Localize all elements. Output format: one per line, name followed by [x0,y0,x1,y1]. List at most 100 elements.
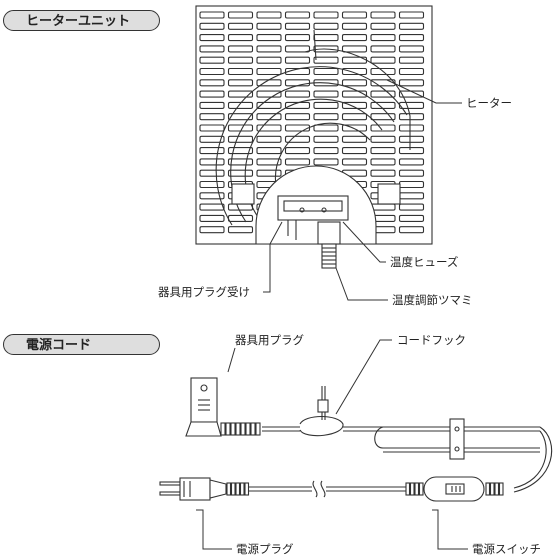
vent-slot [227,22,254,30]
vent-slot [256,169,282,177]
vent-slot [227,101,254,109]
plug-rib [230,482,236,496]
vent-slot [199,101,225,109]
strain-relief-rib [220,422,226,436]
vent-slot [370,67,396,76]
vent-slot [256,124,282,132]
vent-slot [341,101,368,109]
vent-slot [199,79,225,87]
vent-slot [370,11,396,19]
vent-slot [370,90,396,98]
vent-slot [398,135,425,143]
vent-slot [256,11,282,19]
vent-slot [256,101,282,109]
power-cord-illustration [159,377,553,502]
vent-slot [398,101,425,109]
label-appliance-plug-receptacle: 器具用プラグ受け [158,285,250,299]
label-appliance-plug: 器具用プラグ [235,333,304,347]
vent-slot [227,214,254,222]
vent-slot [227,226,254,234]
vent-slot [256,158,282,166]
vent-slot [313,135,339,143]
vent-slot [284,22,311,30]
vent-slot [227,34,254,42]
vent-slot [398,192,425,200]
vent-slot [341,34,368,42]
vent-slot [284,101,311,109]
vent-slot [256,113,282,121]
label-temperature-fuse: 温度ヒューズ [390,255,459,269]
vent-slot [256,34,282,42]
vent-slot [370,34,396,42]
strain-relief-rib [225,422,231,436]
vent-slot [256,90,282,98]
section-title-power-cord: 電源コード [3,334,160,355]
vent-slot [398,169,425,177]
switch-rib [414,482,420,496]
vent-slot [313,158,339,166]
vent-slot [398,22,425,30]
vent-slot [341,158,368,166]
vent-slot [341,124,368,132]
vent-slot [370,113,396,121]
switch-rib [489,482,495,496]
vent-slot [199,56,225,64]
switch-rib [498,482,504,496]
vent-slot [341,147,368,155]
vent-slot [199,34,225,42]
vent-slot [199,22,225,30]
vent-slot [341,22,368,30]
vent-slot [227,45,254,53]
vent-slot [313,34,339,42]
vent-slot [227,56,254,64]
plug-rib [235,482,241,496]
vent-slot [199,11,225,19]
vent-slot [398,124,425,132]
vent-slot [341,113,368,121]
vent-slot [284,113,311,121]
vent-slot [370,22,396,30]
vent-slot [199,180,225,189]
vent-slot [199,113,225,121]
vent-slot [227,113,254,121]
vent-slot [398,113,425,121]
vent-slot [313,45,339,53]
vent-slot [370,56,396,64]
switch-rib [418,482,424,496]
strain-relief-rib [255,422,261,436]
vent-slot [227,147,254,155]
strain-relief-rib [235,422,241,436]
vent-slot [341,67,368,76]
vent-slot [398,214,425,222]
strain-relief-rib [245,422,251,436]
vent-slot [284,34,311,42]
vent-slot [398,226,425,234]
vent-slot [284,79,311,87]
vent-slot [398,45,425,53]
vent-slot [256,56,282,64]
vent-slot [398,147,425,155]
strain-relief-rib [240,422,246,436]
vent-slot [284,56,311,64]
vent-slot [313,11,339,19]
vent-slot [199,226,225,234]
vent-slot [227,169,254,177]
vent-slot [256,22,282,30]
vent-slot [256,147,282,155]
vent-slot [199,192,225,200]
vent-slot [313,113,339,121]
label-power-switch: 電源スイッチ [472,542,541,556]
vent-slot [199,147,225,155]
vent-slot [398,67,425,76]
vent-slot [199,169,225,177]
vent-slot [313,67,339,76]
vent-slot [370,169,396,177]
heater-leaders [263,79,462,301]
vent-slot [199,67,225,76]
vent-slot [341,79,368,87]
vent-slot [284,124,311,132]
vent-slot [199,135,225,143]
vent-slot [398,79,425,87]
